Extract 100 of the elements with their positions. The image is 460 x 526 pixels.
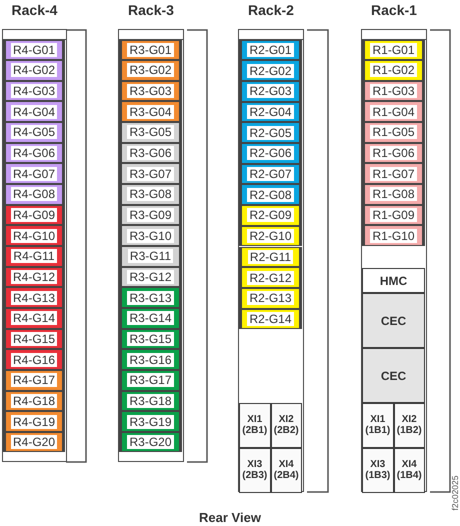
- slot-label: R4-G01: [10, 42, 58, 57]
- drawer-label: HMC: [380, 274, 408, 288]
- drawer-label: XI4 (2B4): [272, 459, 300, 481]
- slot-label: R2-G08: [247, 188, 294, 202]
- slot-label: R4-G20: [10, 435, 58, 450]
- slot-label: R2-G04: [247, 104, 294, 119]
- io-drawer: [362, 448, 394, 492]
- slot-label: R4-G06: [10, 146, 58, 160]
- drawer-slot: [362, 225, 425, 246]
- drawer-slot: [3, 411, 65, 432]
- slot-label: R2-G03: [247, 84, 294, 98]
- io-drawer: [362, 402, 394, 448]
- drawer-slot: [239, 226, 302, 246]
- slot-label: R4-G07: [10, 166, 58, 181]
- drawer-slot: [119, 308, 182, 329]
- slot-label: R3-G05: [127, 125, 174, 140]
- slot-label: R3-G09: [127, 208, 174, 222]
- slot-label: R3-G04: [127, 104, 174, 119]
- drawer-slot: [119, 390, 182, 412]
- slot-label: R4-G08: [10, 187, 58, 202]
- drawer-slot: [239, 164, 302, 184]
- slot-label: R4-G10: [10, 228, 58, 243]
- slot-label: R4-G09: [10, 208, 58, 222]
- drawer-slot: [239, 122, 302, 143]
- drawer-slot: [3, 40, 65, 60]
- io-drawer: [270, 448, 302, 492]
- drawer-slot: [3, 432, 65, 452]
- slot-label: R3-G12: [127, 270, 174, 284]
- drawer-slot: [239, 308, 302, 330]
- slot-label: R1-G06: [370, 146, 417, 160]
- drawer-slot: [239, 288, 302, 309]
- io-drawer: [239, 402, 270, 448]
- drawer-slot: [3, 390, 65, 412]
- slot-label: R2-G13: [247, 291, 294, 306]
- slot-label: R1-G03: [370, 84, 417, 98]
- slot-label: R2-G10: [247, 229, 294, 244]
- slot-label: R2-G02: [247, 64, 294, 78]
- drawer-slot: [362, 184, 425, 205]
- slot-label: R2-G07: [247, 167, 294, 182]
- slot-label: R2-G01: [247, 42, 294, 57]
- slot-label: R4-G05: [10, 125, 58, 140]
- drawer-slot: [119, 411, 182, 432]
- rack-heading: Rack-4: [10, 2, 58, 18]
- slot-label: R4-G15: [10, 332, 58, 346]
- slot-label: R3-G20: [127, 435, 174, 450]
- slot-label: R4-G14: [10, 311, 58, 326]
- slot-label: R4-G19: [10, 414, 58, 428]
- slot-label: R3-G03: [127, 84, 174, 98]
- slot-label: R3-G18: [127, 394, 174, 408]
- drawer-label: CEC: [380, 368, 406, 382]
- rack-heading: Rack-1: [370, 2, 418, 18]
- drawer-slot: [239, 267, 302, 288]
- slot-label: R1-G05: [370, 125, 417, 140]
- slot-label: R4-G12: [10, 270, 58, 284]
- drawer-slot: [3, 287, 65, 308]
- io-drawer: [394, 402, 425, 448]
- drawer-slot: [3, 204, 65, 226]
- drawer-slot: [239, 246, 302, 268]
- slot-label: R1-G08: [370, 187, 417, 202]
- drawer-slot: [119, 328, 182, 350]
- drawer-label: CEC: [380, 314, 406, 328]
- slot-label: R1-G01: [370, 42, 417, 57]
- slot-label: R3-G14: [127, 311, 174, 326]
- slot-label: R3-G15: [127, 332, 174, 346]
- slot-label: R2-G06: [247, 146, 294, 160]
- drawer-slot: [119, 370, 182, 391]
- drawer-slot: [239, 60, 302, 81]
- drawer-slot: [362, 163, 425, 184]
- drawer-label: XI1 (2B1): [241, 414, 268, 436]
- drawer-slot: [119, 184, 182, 205]
- drawer-slot: [239, 102, 302, 122]
- drawer-slot: [3, 370, 65, 391]
- slot-label: R3-G11: [128, 249, 174, 264]
- drawer-slot: [3, 80, 65, 102]
- rack-heading: Rack-2: [247, 2, 295, 18]
- rack-heading: Rack-3: [127, 2, 175, 18]
- slot-label: R3-G19: [127, 414, 174, 428]
- slot-label: R4-G03: [10, 84, 58, 98]
- drawer-slot: [239, 40, 302, 60]
- drawer-slot: [362, 142, 425, 164]
- drawer-slot: [239, 184, 302, 206]
- slot-label: R4-G11: [11, 249, 57, 264]
- drawer-label: XI3 (2B3): [241, 459, 268, 481]
- drawer-slot: [362, 80, 425, 102]
- drawer-slot: [3, 60, 65, 81]
- drawer-slot: [119, 246, 182, 267]
- drawer-slot: [119, 349, 182, 370]
- drawer-slot: [3, 246, 65, 267]
- drawer-slot: [119, 122, 182, 143]
- view-caption: Rear View: [198, 510, 262, 525]
- slot-label: R1-G07: [370, 166, 417, 181]
- slot-label: R2-G14: [247, 312, 294, 326]
- slot-label: R4-G04: [10, 104, 58, 119]
- drawer-label: XI3 (1B3): [364, 459, 392, 481]
- drawer-label: XI1 (1B1): [364, 414, 392, 436]
- drawer-slot: [119, 432, 182, 452]
- drawer-slot: [3, 122, 65, 143]
- slot-label: R2-G11: [248, 250, 294, 264]
- slot-label: R3-G16: [127, 352, 174, 367]
- slot-label: R2-G12: [247, 270, 294, 285]
